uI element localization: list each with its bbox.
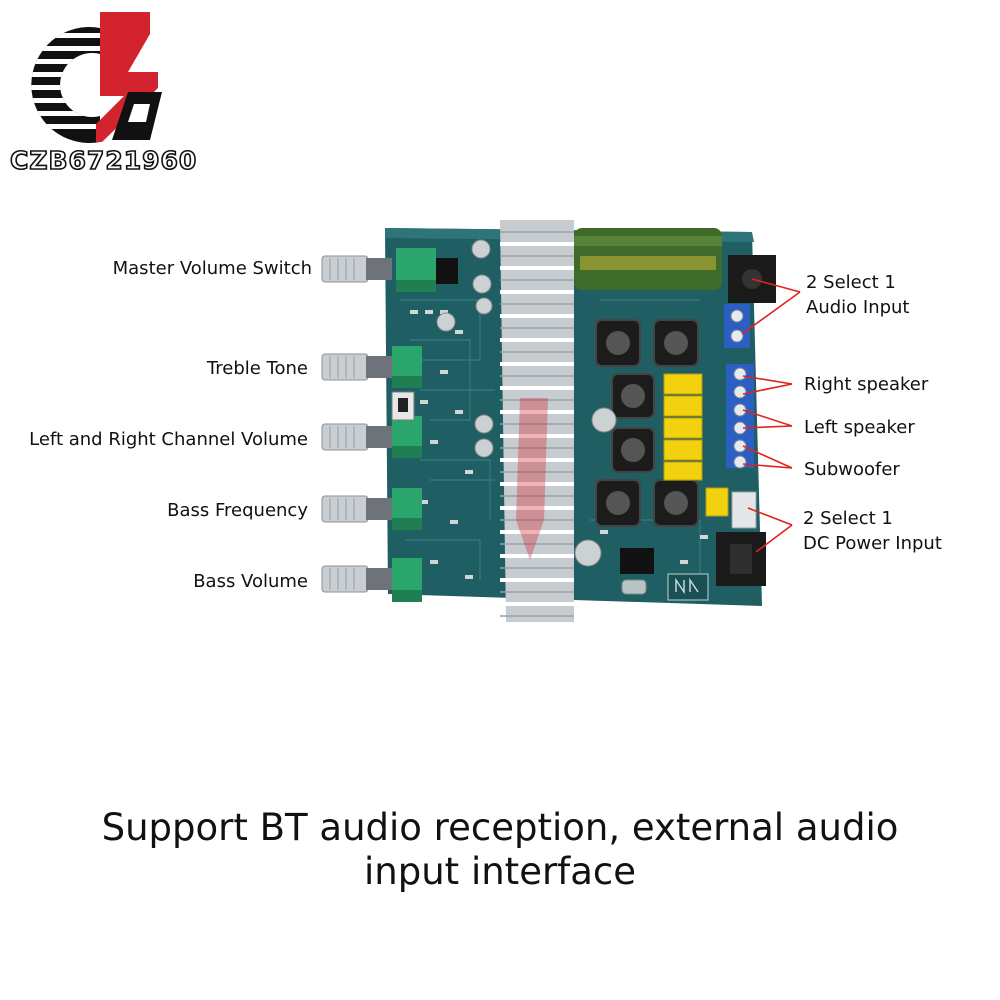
label-dc-power-input-line1: 2 Select 1 [803, 506, 942, 531]
label-bass-frequency: Bass Frequency [167, 498, 308, 523]
label-audio-input-line1: 2 Select 1 [806, 270, 910, 295]
label-treble-tone: Treble Tone [207, 356, 308, 381]
label-master-volume-switch: Master Volume Switch [113, 256, 312, 281]
label-right-speaker: Right speaker [804, 372, 928, 397]
label-audio-input-line2: Audio Input [806, 295, 910, 320]
bt-module [668, 574, 708, 600]
main-capacitor [574, 228, 722, 290]
label-bass-volume: Bass Volume [193, 569, 308, 594]
label-subwoofer: Subwoofer [804, 457, 900, 482]
label-left-right-channel-volume: Left and Right Channel Volume [29, 427, 308, 452]
label-dc-power-input-line2: DC Power Input [803, 531, 942, 556]
label-dc-power-input: 2 Select 1 DC Power Input [803, 506, 942, 556]
dc-jack [716, 532, 766, 586]
ic-chip [620, 548, 654, 574]
label-audio-input: 2 Select 1 Audio Input [806, 270, 910, 320]
caption-line-1: Support BT audio reception, external aud… [0, 806, 1000, 850]
knob [322, 256, 392, 592]
heatsink [500, 220, 574, 622]
label-left-speaker: Left speaker [804, 415, 915, 440]
caption-line-2: input interface [0, 850, 1000, 894]
